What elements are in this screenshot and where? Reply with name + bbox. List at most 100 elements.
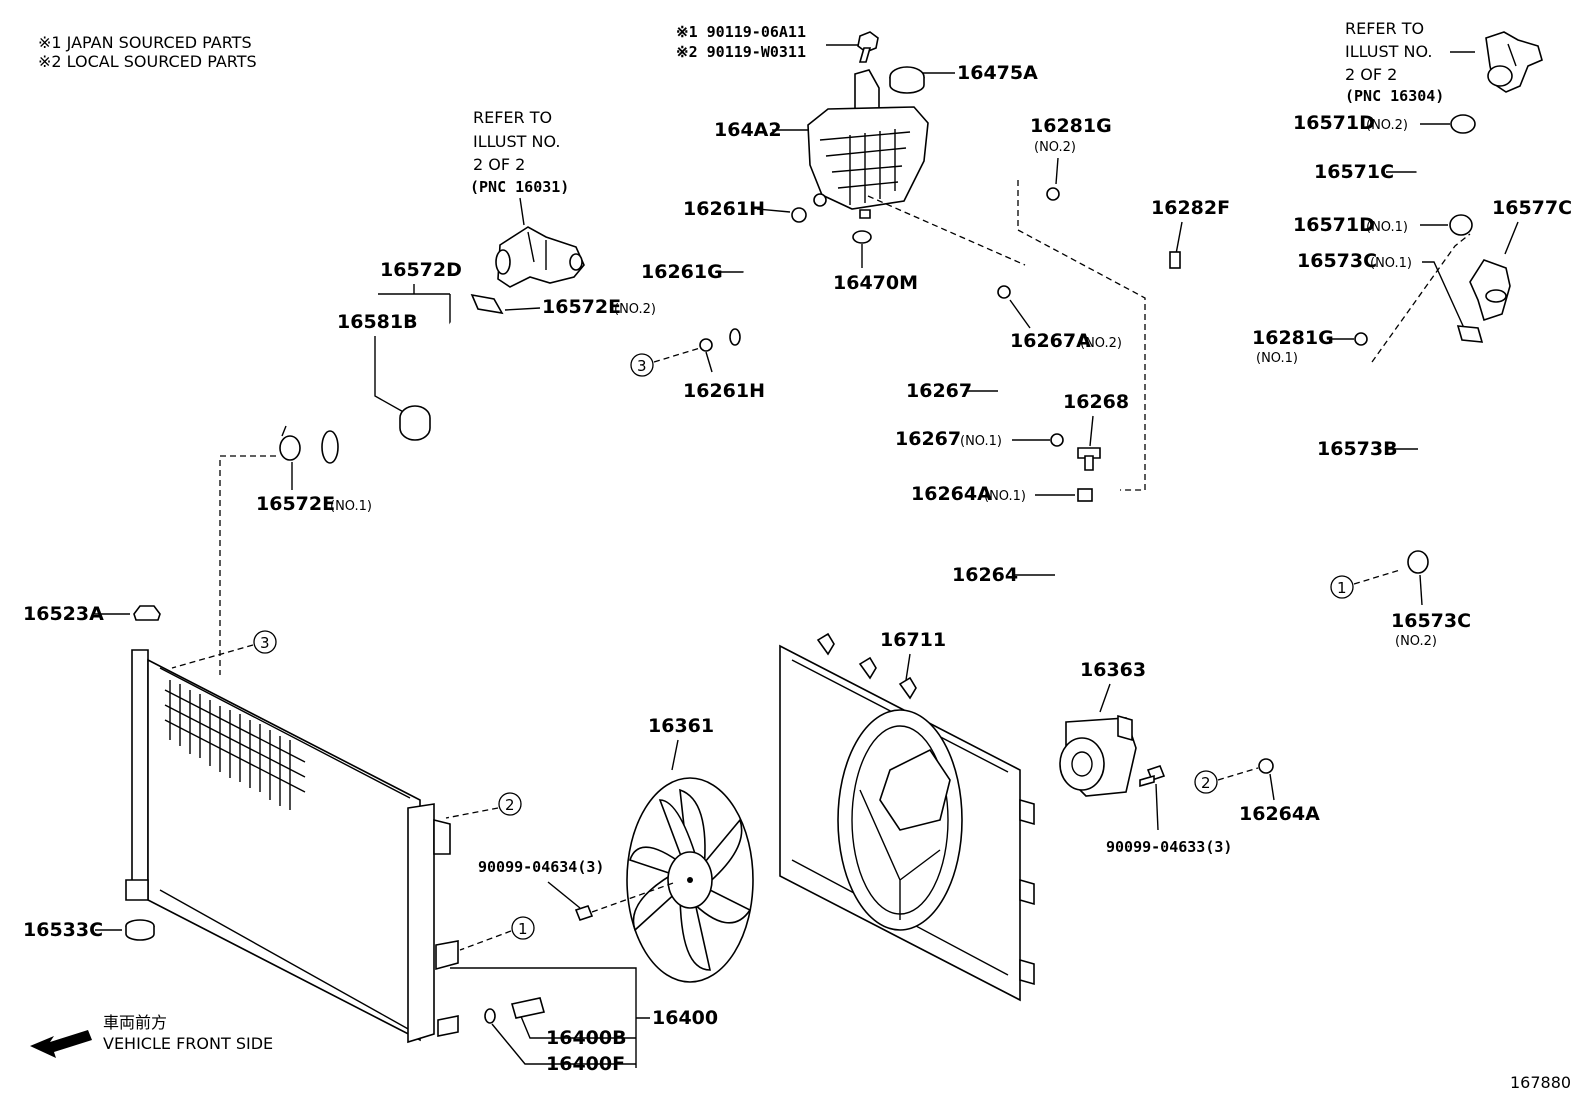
clamp-16281G-no1-icon [1354,332,1368,346]
part-16572D-label: 16572D [380,259,462,281]
circle-2-left: 2 [498,792,522,816]
part-16261H-top-label: 16261H [683,198,765,220]
hose-16571C-icon [1416,141,1457,219]
ref2-line2: ILLUST NO. [1345,42,1432,61]
part-90099-04634-label: 90099-04634(3) [478,858,604,876]
bolt-icon [857,31,879,63]
note-local-sourced: ※2 LOCAL SOURCED PARTS [38,52,257,71]
ref2-line4: (PNC 16304) [1345,87,1444,105]
circle-3-lower: 3 [253,630,277,654]
circle-1-right: 1 [1330,575,1354,599]
radiator-icon [125,649,459,1044]
part-16573B-label: 16573B [1317,438,1398,460]
hose-16264-icon [1058,517,1334,751]
part-16264A-label: 16264A [1239,803,1320,825]
hose-16261G-icon [729,233,787,346]
part-16475A-label: 16475A [957,62,1038,84]
bolt-note-local: ※2 90119-W0311 [676,43,806,61]
ref1-line4: (PNC 16031) [470,178,569,196]
part-16261H-bottom-label: 16261H [683,380,765,402]
part-16261G-label: 16261G [641,261,723,283]
part-16572E-no2-label: 16572E [542,296,621,318]
part-16571C-label: 16571C [1314,161,1394,183]
water-inlet-housing-icon [495,226,585,288]
tank-cap-icon [889,66,925,94]
circle-3-upper-num: 3 [637,357,647,375]
clamp-16571D-no1-icon [1449,214,1473,236]
fan-bolt-icon [574,905,594,921]
part-16573C-no1-sub: (NO.1) [1370,256,1412,271]
ref2-line3: 2 OF 2 [1345,65,1397,84]
clamp-16572E-no2-icon [470,293,504,315]
part-16571D-no2-label: 16571D [1293,112,1375,134]
part-16361-label: 16361 [648,715,714,737]
part-16268-label: 16268 [1063,391,1129,413]
thermostat-housing-icon [1485,31,1543,93]
vehicle-front-en: VEHICLE FRONT SIDE [103,1034,273,1053]
ref1-line1: REFER TO [473,108,552,127]
circle-2-left-num: 2 [505,796,515,814]
reserve-tank-icon [807,69,929,219]
hose-16572D-icon [320,317,500,481]
clamp-16261H-bottom-icon [699,338,713,352]
tank-grommet-icon [852,230,872,244]
outlet-16577C-icon [1469,259,1511,322]
clamp-16573C-no2-icon [1407,550,1429,574]
part-16711-label: 16711 [880,629,946,651]
clamp-16267A-icon [997,285,1011,299]
ref2-line1: REFER TO [1345,19,1424,38]
part-16400-label: 16400 [652,1007,718,1029]
circle-1-right-num: 1 [1337,579,1347,597]
circle-2-right-num: 2 [1201,774,1211,792]
part-16577C-label: 16577C [1492,197,1572,219]
part-16281G-no1-sub: (NO.1) [1256,351,1298,366]
radiator-cap-clip-icon [133,605,161,621]
part-16267-label: 16267 [906,380,972,402]
hose-16573B-icon [1424,368,1503,560]
clamp-16264A-icon [1258,758,1274,774]
part-16571D-no1-label: 16571D [1293,214,1375,236]
part-16572E-no2-sub: (NO.2) [614,302,656,317]
ref1-line3: 2 OF 2 [473,155,525,174]
part-16572E-no1-label: 16572E [256,493,335,515]
clamp-16571D-no2-icon [1450,114,1476,134]
part-16267A-label: 16267A [1010,330,1091,352]
refer-to-pnc-16031: REFER TO ILLUST NO. 2 OF 2 (PNC 16031) [470,108,569,196]
part-16573C-no1-label: 16573C [1297,250,1377,272]
part-90099-04633-label: 90099-04633(3) [1106,838,1232,856]
ref1-line2: ILLUST NO. [473,132,560,151]
part-16281G-no2-sub: (NO.2) [1034,140,1076,155]
clamp-16572E-no1-icon [279,425,301,461]
part-16470M-label: 16470M [833,272,918,294]
part-16573C-no2-label: 16573C [1391,610,1471,632]
part-164A2-label: 164A2 [714,119,782,141]
part-16571D-no1-sub: (NO.1) [1366,220,1408,235]
motor-bolt-icon [1139,765,1166,788]
fan-shroud-icon [779,632,1035,1002]
part-16572E-no1-sub: (NO.1) [330,499,372,514]
part-16281G-no2-label: 16281G [1030,115,1112,137]
part-16573C-no2-sub: (NO.2) [1395,634,1437,649]
circle-2-right: 2 [1194,770,1218,794]
clamp-16573C-no1-icon [1456,325,1484,343]
part-16264A-no1-sub: (NO.1) [984,489,1026,504]
fan-blade-icon [626,777,754,983]
illustration-number: 167880 [1510,1073,1571,1092]
circle-3-lower-num: 3 [260,634,270,652]
part-16571D-no2-sub: (NO.2) [1366,118,1408,133]
part-16267A-sub: (NO.2) [1080,336,1122,351]
part-16533C-label: 16533C [23,919,103,941]
part-16267-no1-label: 16267 [895,428,961,450]
hose-16282F-icon [1068,206,1346,344]
part-16523A-label: 16523A [23,603,104,625]
clamp-16281G-no2-icon [1046,187,1060,201]
circle-1-left-num: 1 [518,920,528,938]
part-16363-label: 16363 [1080,659,1146,681]
circle-1-left: 1 [511,916,535,940]
clamp-16267-no1-icon [1050,433,1064,447]
circle-3-upper: 3 [630,353,654,377]
part-16264A-no1-label: 16264A [911,483,992,505]
vehicle-front-jp: 車両前方 [103,1013,167,1032]
note-japan-sourced: ※1 JAPAN SOURCED PARTS [38,33,252,52]
